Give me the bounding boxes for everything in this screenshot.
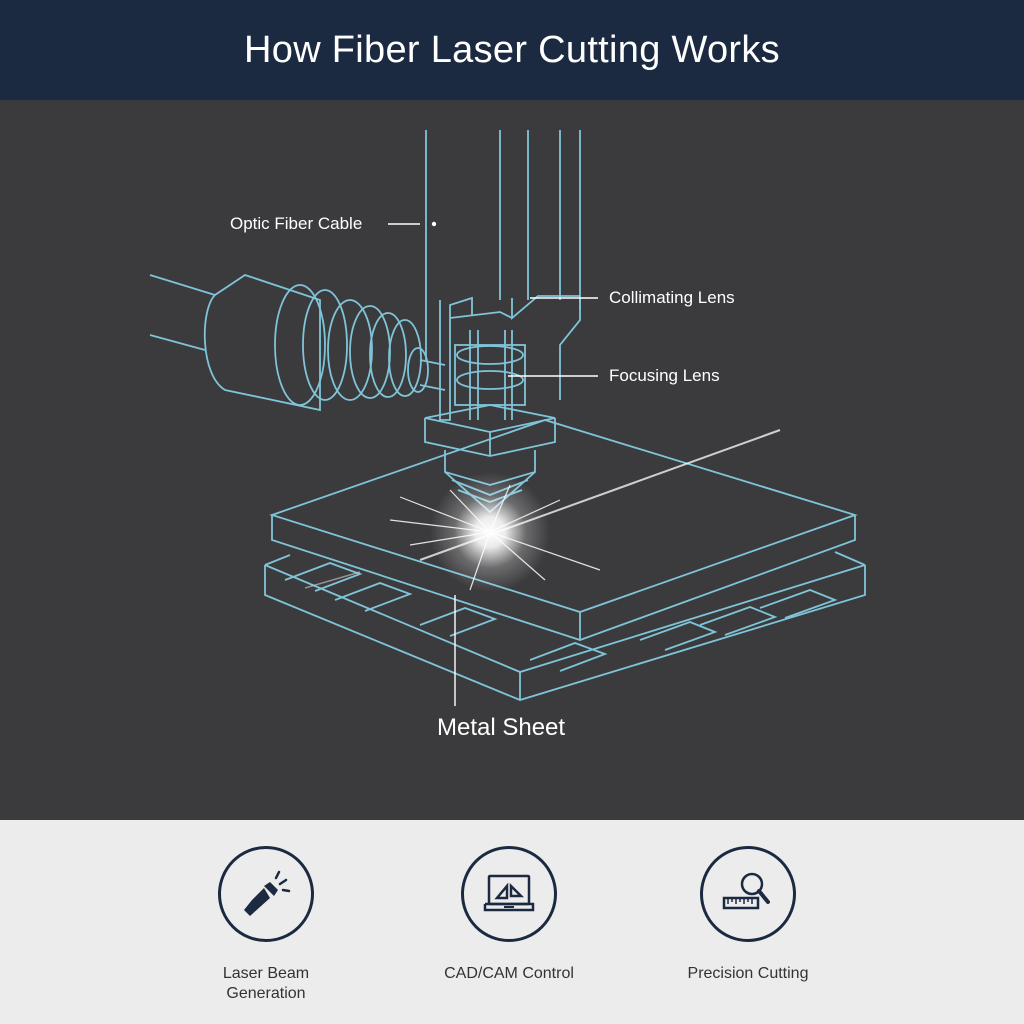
label-optic-fiber-cable: Optic Fiber Cable (230, 214, 363, 233)
feature-cad-cam-control: CAD/CAM Control (409, 846, 609, 984)
laser-cutting-diagram: Optic Fiber Cable Collimating Lens Focus… (0, 100, 1024, 820)
feature-icon-circle (461, 846, 557, 942)
feature-label-line1: Precision Cutting (687, 965, 809, 982)
laser-head-illustration (149, 130, 866, 706)
laptop-cad-icon (483, 874, 535, 912)
label-metal-sheet: Metal Sheet (437, 714, 566, 741)
magnifier-ruler-icon (722, 872, 770, 910)
feature-label-line1: Laser Beam (222, 965, 310, 982)
label-focusing-lens: Focusing Lens (609, 366, 720, 385)
page-title: How Fiber Laser Cutting Works (244, 28, 780, 71)
flashlight-icon (244, 870, 291, 916)
feature-laser-beam-generation: Laser Beam Generation (166, 846, 366, 1004)
label-collimating-lens: Collimating Lens (609, 288, 735, 307)
feature-label-line2: Generation (226, 985, 306, 1002)
feature-precision-cutting: Precision Cutting (648, 846, 848, 984)
features-panel: Laser Beam Generation CAD/CAM Control (0, 820, 1024, 1024)
header-bar: How Fiber Laser Cutting Works (0, 0, 1024, 100)
feature-icon-circle (218, 846, 314, 942)
feature-icon-circle (700, 846, 796, 942)
feature-label-line1: CAD/CAM Control (444, 965, 574, 982)
